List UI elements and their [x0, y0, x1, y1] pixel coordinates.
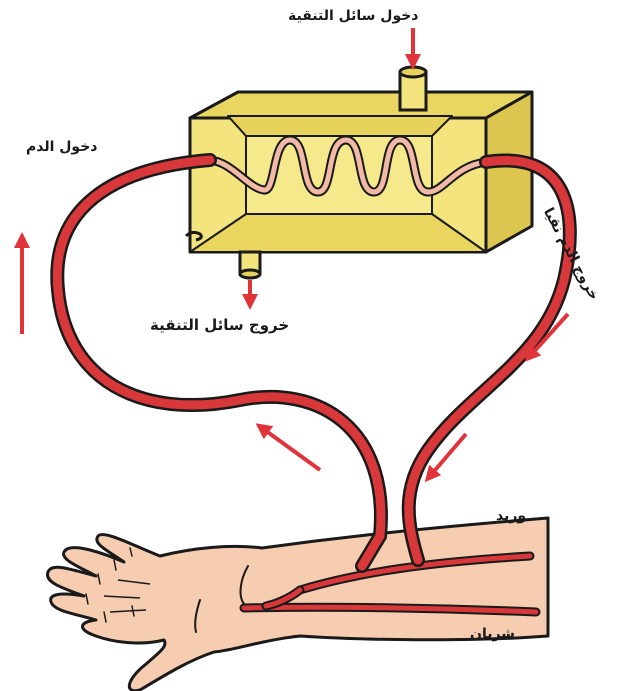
label-vein: وريد	[496, 508, 526, 524]
label-dialysate-out: خروج سائل التنقية	[150, 316, 289, 334]
dialysate-inlet-pipe	[400, 67, 426, 110]
flow-arrow-to-dialyzer	[262, 428, 320, 470]
label-dialysate-in: دخول سائل التنقية	[288, 8, 419, 24]
label-blood-in: دخول الدم	[26, 139, 97, 155]
label-artery: شريان	[470, 626, 515, 642]
